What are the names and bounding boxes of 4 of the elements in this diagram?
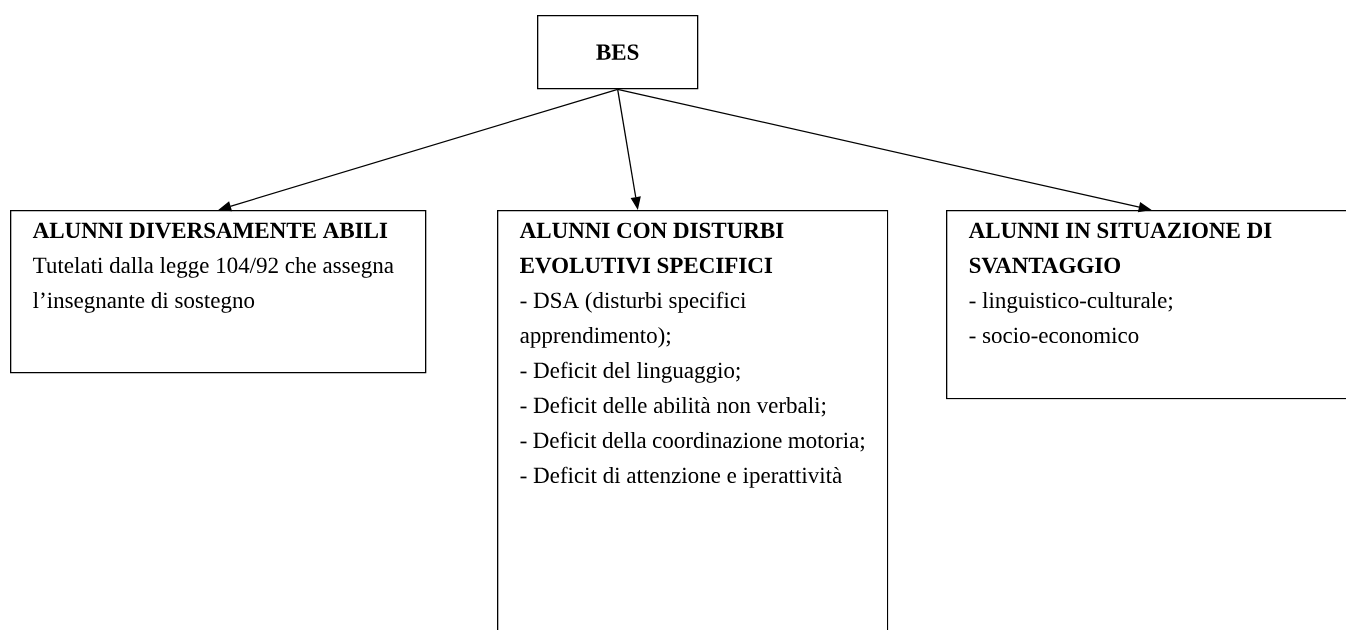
category-box: ALUNNI CON DISTURBI EVOLUTIVI SPECIFICI - DSA (disturbi specifici apprendimento); - Deficit del linguaggio; - Deficit delle abilità non verbali; - Deficit della coordinazione motoria; - Deficit di attenzione e iperattività: [497, 210, 889, 630]
category-box: ALUNNI IN SITUAZIONE DI SVANTAGGIO - linguistico-culturale; - socio-economico: [946, 210, 1346, 400]
title-box: BES: [537, 15, 699, 90]
category-box: ALUNNI DIVERSAMENTE ABILI Tutelati dalla legge 104/92 che assegna l’insegnante di sostegno: [10, 210, 427, 374]
